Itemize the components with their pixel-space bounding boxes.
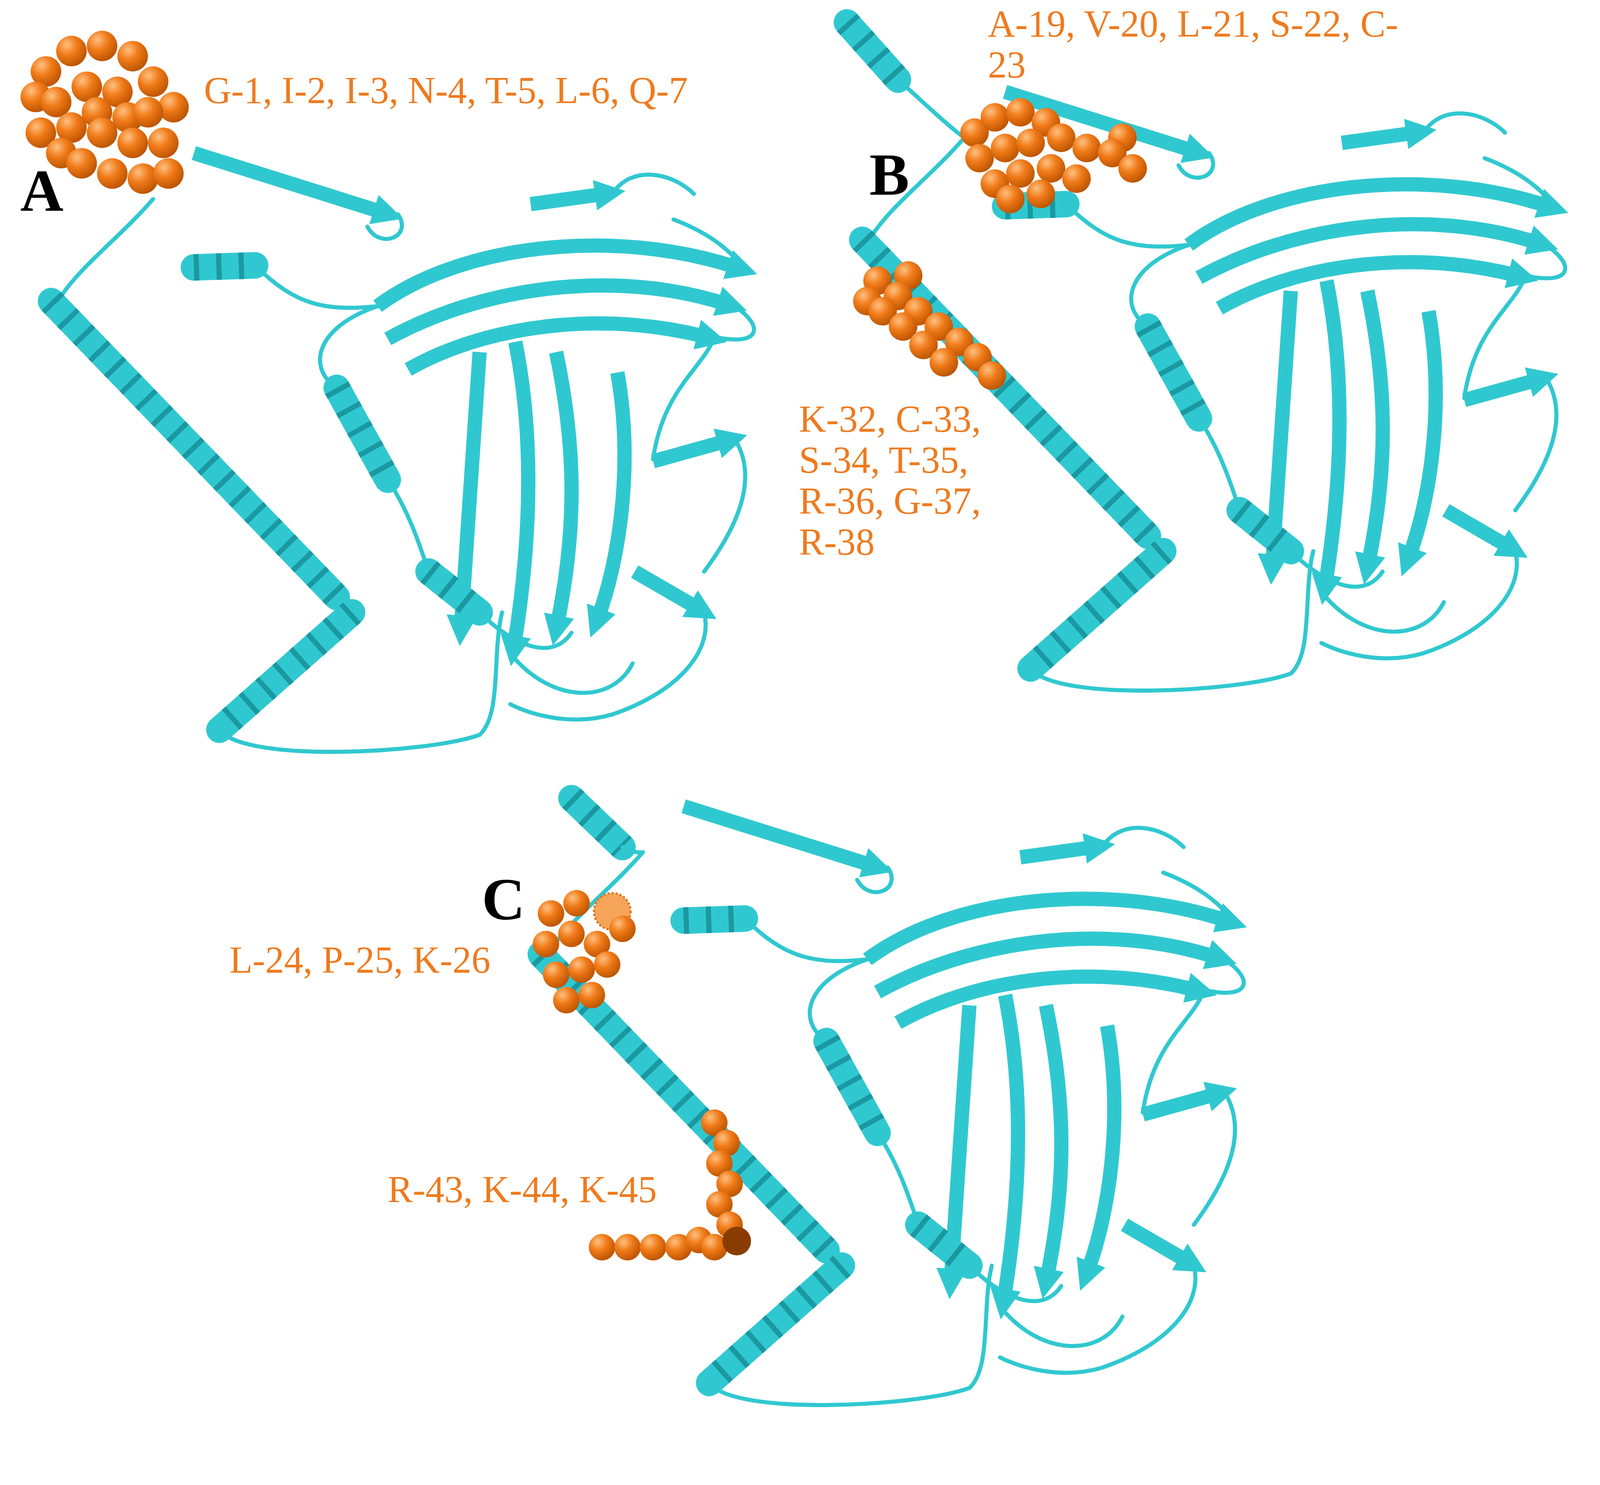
atom-sphere	[553, 986, 580, 1013]
atom-sphere	[588, 1233, 616, 1261]
protein-cartoon	[862, 92, 1566, 691]
residue-label: R-43, K-44, K-45	[387, 1168, 658, 1210]
residue-label: A-19, V-20, L-21, S-22, C-23	[987, 3, 1407, 86]
atom-sphere	[1016, 128, 1046, 158]
atom-sphere	[563, 889, 590, 917]
atom-sphere	[980, 103, 1010, 132]
atom-sphere	[66, 147, 98, 179]
atom-sphere	[609, 915, 636, 942]
panel-letter: C	[481, 868, 525, 929]
atom-sphere	[722, 1226, 751, 1256]
atom-sphere	[578, 981, 606, 1009]
atom-sphere	[965, 144, 994, 173]
atom-sphere	[557, 920, 585, 947]
atom-sphere	[1006, 158, 1035, 188]
atom-sphere	[1072, 133, 1102, 163]
protein-cartoon	[51, 153, 754, 752]
atom-sphere	[639, 1233, 667, 1261]
atom-sphere	[1026, 179, 1056, 209]
residue-label: L-24, P-25, K-26	[229, 939, 491, 981]
panel-letter: B	[869, 144, 910, 205]
atom-sphere	[990, 133, 1020, 163]
atom-sphere	[1036, 154, 1066, 183]
atom-sphere	[543, 960, 570, 988]
atom-sphere	[977, 361, 1007, 390]
atom-sphere	[1006, 97, 1035, 127]
atom-sphere	[153, 158, 185, 189]
atom-sphere	[1118, 154, 1147, 183]
atom-sphere	[127, 163, 159, 195]
atom-sphere	[86, 30, 118, 62]
atom-sphere	[158, 92, 189, 123]
atom-sphere	[40, 86, 72, 118]
atom-sphere	[117, 127, 149, 159]
atom-sphere	[532, 930, 559, 958]
atom-sphere	[117, 40, 149, 72]
protein-cartoon	[540, 805, 1244, 1405]
residue-label: G-1, I-2, I-3, N-4, T-5, L-6, Q-7	[203, 70, 688, 111]
atom-sphere	[1046, 123, 1076, 152]
atom-sphere	[96, 158, 128, 189]
atom-sphere	[995, 184, 1025, 214]
panel-letter: A	[20, 160, 64, 221]
atom-spheres	[20, 30, 1147, 1261]
atom-sphere	[537, 899, 565, 927]
residue-label: K-32, C-33, S-34, T-35, R-36, G-37, R-38	[798, 398, 1006, 563]
atom-sphere	[132, 96, 164, 128]
atom-sphere	[929, 347, 959, 377]
atom-sphere	[614, 1233, 641, 1261]
atom-sphere	[56, 35, 88, 67]
atom-sphere	[593, 950, 621, 978]
atom-sphere	[137, 66, 169, 98]
atom-sphere	[1062, 164, 1091, 193]
atom-sphere	[568, 956, 595, 983]
atom-sphere	[147, 127, 179, 159]
atom-sphere	[86, 117, 118, 148]
